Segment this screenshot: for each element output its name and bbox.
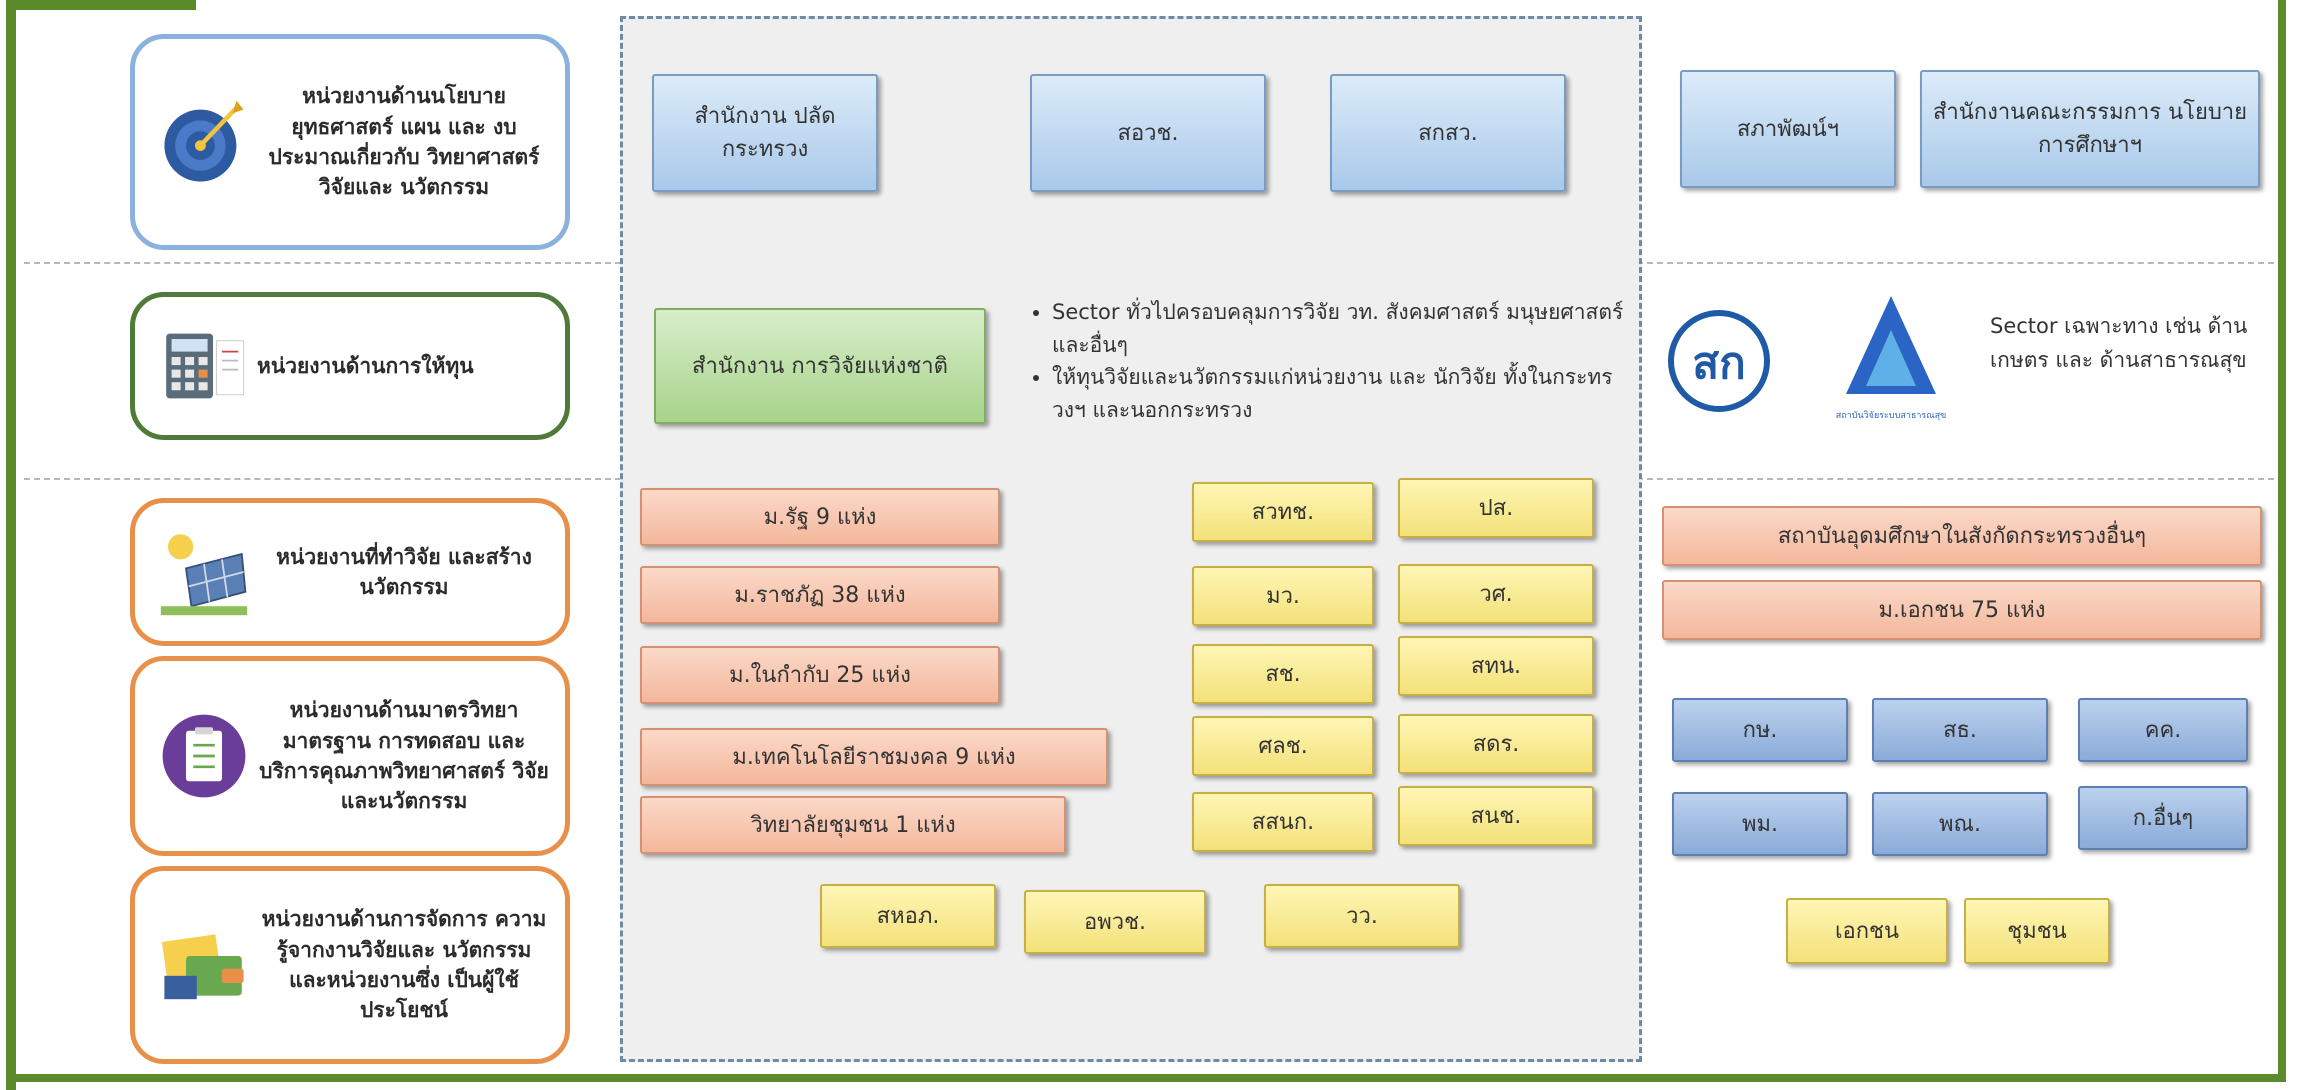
university-box[interactable]: ม.เทคโนโลยีราชมงคล 9 แห่ง bbox=[640, 728, 1108, 786]
knowledge-box[interactable]: เอกชน bbox=[1786, 898, 1948, 964]
funding-bullet: ให้ทุนวิจัยและนวัตกรรมแก่หน่วยงาน และ นั… bbox=[1052, 361, 1630, 426]
funding-notes: Sector ทั่วไปครอบคลุมการวิจัย วท. สังคมศ… bbox=[1030, 296, 1630, 426]
category-label: หน่วยงานด้านมาตรวิทยา มาตรฐาน การทดสอบ แ… bbox=[259, 698, 549, 814]
ministry-box[interactable]: กษ. bbox=[1672, 698, 1848, 762]
org-box[interactable]: สำนักงานคณะกรรมการ นโยบายการศึกษาฯ bbox=[1920, 70, 2260, 188]
other-university-box[interactable]: สถาบันอุดมศึกษาในสังกัดกระทรวงอื่นๆ bbox=[1662, 506, 2262, 566]
ministry-box[interactable]: พม. bbox=[1672, 792, 1848, 856]
category-metrology: หน่วยงานด้านมาตรวิทยา มาตรฐาน การทดสอบ แ… bbox=[130, 656, 570, 856]
category-funding: หน่วยงานด้านการให้ทุน bbox=[130, 292, 570, 440]
agency-box[interactable]: สสนก. bbox=[1192, 792, 1374, 852]
category-knowledge: หน่วยงานด้านการจัดการ ความรู้จากงานวิจัย… bbox=[130, 866, 570, 1064]
org-box[interactable]: สำนักงาน ปลัดกระทรวง bbox=[652, 74, 878, 192]
org-box[interactable]: สกสว. bbox=[1330, 74, 1566, 192]
category-label: หน่วยงานด้านนโยบาย ยุทธศาสตร์ แผน และ งบ… bbox=[268, 84, 540, 200]
nrct-box[interactable]: สำนักงาน การวิจัยแห่งชาติ bbox=[654, 308, 986, 424]
ministry-box[interactable]: คค. bbox=[2078, 698, 2248, 762]
agency-box[interactable]: สวทช. bbox=[1192, 482, 1374, 542]
university-box[interactable]: วิทยาลัยชุมชน 1 แห่ง bbox=[640, 796, 1066, 854]
trf-logo-icon: สก bbox=[1668, 310, 1770, 412]
checklist-icon bbox=[162, 714, 246, 798]
bottom-border bbox=[6, 1074, 2286, 1082]
category-policy: หน่วยงานด้านนโยบาย ยุทธศาสตร์ แผน และ งบ… bbox=[130, 34, 570, 250]
agency-box[interactable]: ศลช. bbox=[1192, 716, 1374, 776]
knowledge-box[interactable]: ชุมชน bbox=[1964, 898, 2110, 964]
other-university-box[interactable]: ม.เอกชน 75 แห่ง bbox=[1662, 580, 2262, 640]
left-border bbox=[6, 0, 16, 1090]
ministry-box[interactable]: สธ. bbox=[1872, 698, 2048, 762]
wallet-icon bbox=[161, 934, 244, 1000]
sector-note: Sector เฉพาะทาง เช่น ด้านเกษตร และ ด้านส… bbox=[1990, 314, 2248, 372]
target-icon bbox=[164, 100, 244, 182]
agency-box[interactable]: ปส. bbox=[1398, 478, 1594, 538]
agency-box[interactable]: วศ. bbox=[1398, 564, 1594, 624]
funding-bullet: Sector ทั่วไปครอบคลุมการวิจัย วท. สังคมศ… bbox=[1052, 296, 1630, 361]
category-label: หน่วยงานด้านการจัดการ ความรู้จากงานวิจัย… bbox=[261, 907, 547, 1023]
university-box[interactable]: ม.ในกำกับ 25 แห่ง bbox=[640, 646, 1000, 704]
solar-panel-icon bbox=[160, 534, 248, 616]
corner-tab bbox=[6, 0, 196, 10]
org-box[interactable]: สอวช. bbox=[1030, 74, 1266, 192]
org-box[interactable]: สภาพัฒน์ฯ bbox=[1680, 70, 1896, 188]
hsri-logo-caption: สถาบันวิจัยระบบสาธารณสุข bbox=[1836, 410, 1946, 421]
category-label: หน่วยงานด้านการให้ทุน bbox=[257, 353, 474, 378]
ministry-box[interactable]: พณ. bbox=[1872, 792, 2048, 856]
right-border bbox=[2278, 0, 2286, 1082]
calculator-icon bbox=[166, 333, 245, 399]
agency-box[interactable]: สนช. bbox=[1398, 786, 1594, 846]
ministry-box[interactable]: ก.อื่นๆ bbox=[2078, 786, 2248, 850]
university-box[interactable]: ม.รัฐ 9 แห่ง bbox=[640, 488, 1000, 546]
agency-box[interactable]: สช. bbox=[1192, 644, 1374, 704]
knowledge-box[interactable]: สหอภ. bbox=[820, 884, 996, 948]
university-box[interactable]: ม.ราชภัฏ 38 แห่ง bbox=[640, 566, 1000, 624]
hsri-logo-icon: สถาบันวิจัยระบบสาธารณสุข bbox=[1836, 296, 1946, 421]
trf-logo-text: สก bbox=[1692, 338, 1746, 389]
agency-box[interactable]: มว. bbox=[1192, 566, 1374, 626]
category-label: หน่วยงานที่ทำวิจัย และสร้างนวัตกรรม bbox=[276, 544, 532, 599]
category-research: หน่วยงานที่ทำวิจัย และสร้างนวัตกรรม bbox=[130, 498, 570, 646]
knowledge-box[interactable]: อพวช. bbox=[1024, 890, 1206, 954]
agency-box[interactable]: สทน. bbox=[1398, 636, 1594, 696]
agency-box[interactable]: สดร. bbox=[1398, 714, 1594, 774]
knowledge-box[interactable]: วว. bbox=[1264, 884, 1460, 948]
